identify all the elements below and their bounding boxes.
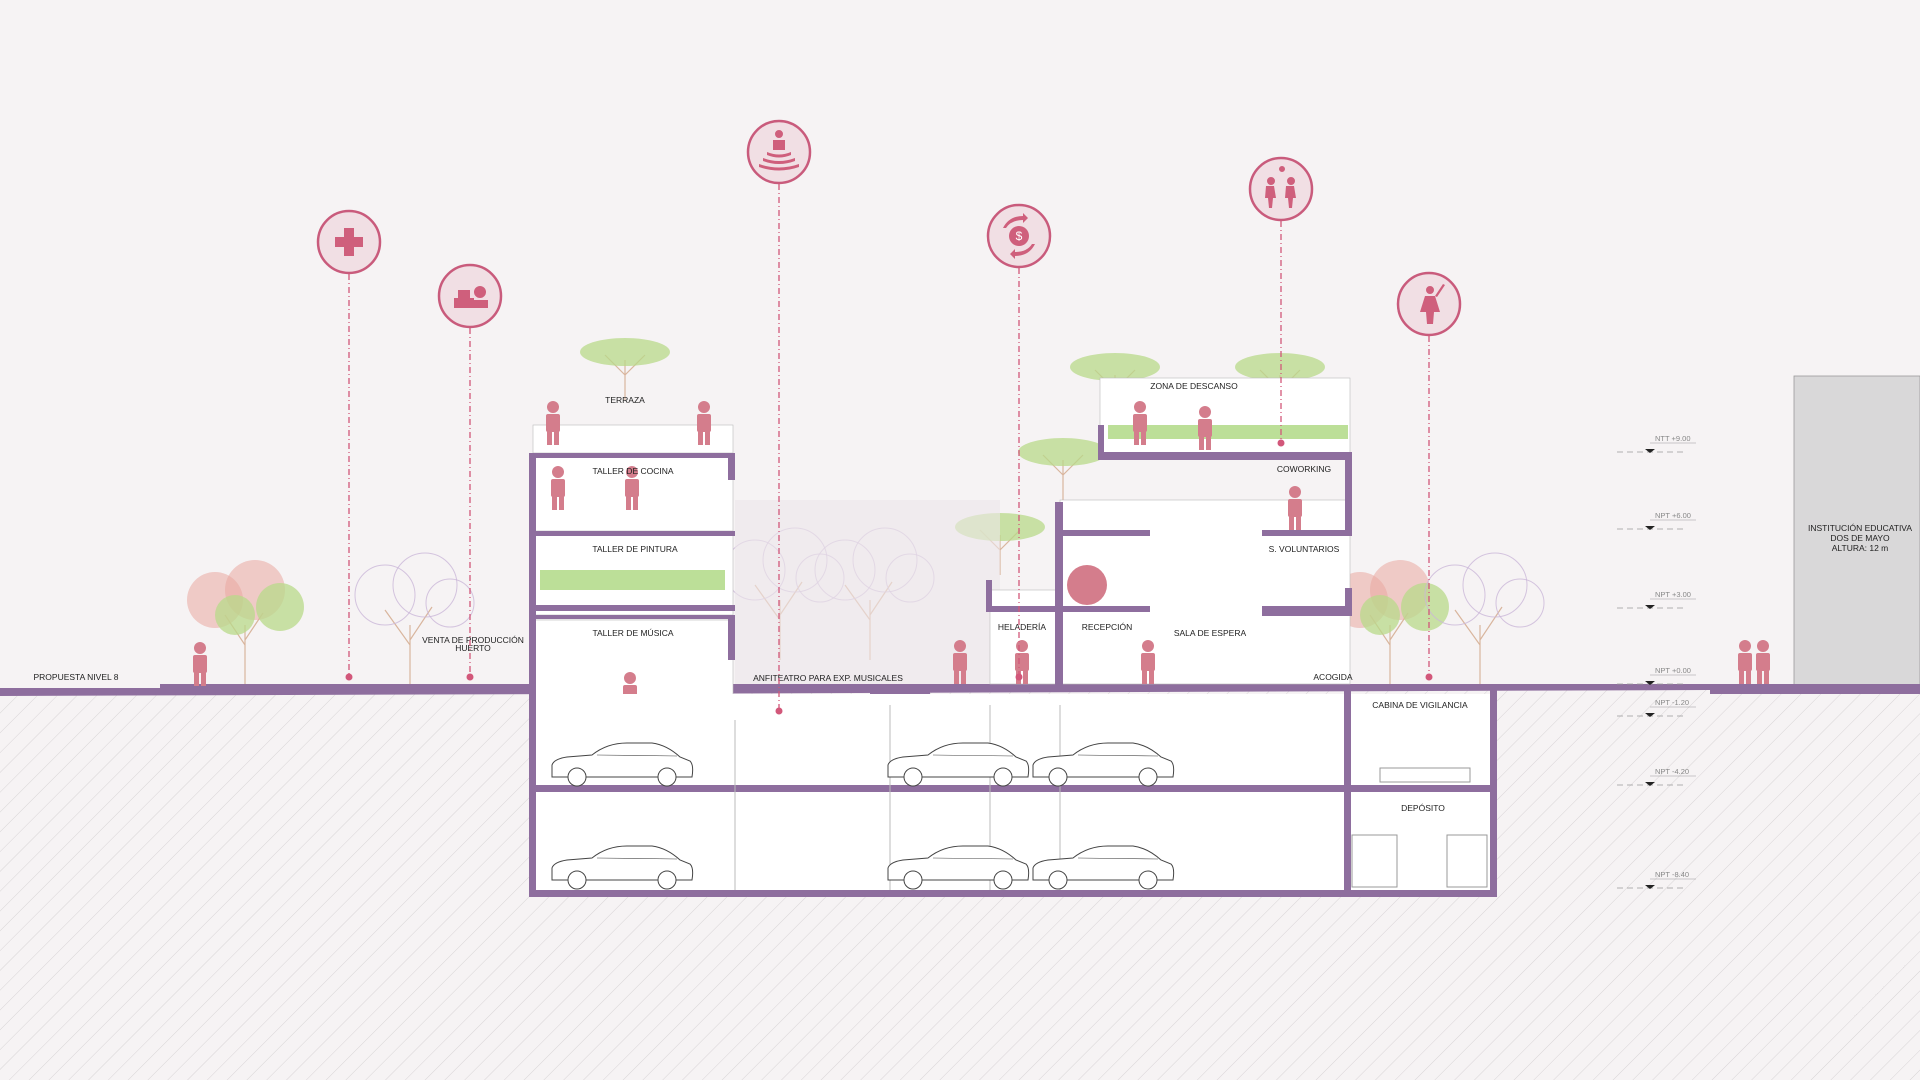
label-propuesta: PROPUESTA NIVEL 8 (33, 672, 118, 682)
market-vendor-icon (454, 286, 488, 308)
people-playing-icon (1265, 166, 1296, 208)
level-marker: NPT -1.20 (1617, 698, 1696, 717)
label-deposito: DEPÓSITO (1401, 803, 1445, 813)
label-heladeria: HELADERÍA (998, 622, 1047, 632)
level-label: NPT -8.40 (1655, 870, 1689, 879)
label-anfiteatro: ANFITEATRO PARA EXP. MUSICALES (753, 673, 903, 683)
label-recepcion: RECEPCIÓN (1082, 622, 1133, 632)
level-label: NPT +6.00 (1655, 511, 1691, 520)
program-icons: $ (316, 119, 1462, 715)
label-venta: VENTA DE PRODUCCIÓN (422, 635, 524, 645)
basement (529, 690, 1497, 897)
child-dancing-icon (1420, 284, 1445, 324)
level-marker: NPT +3.00 (1617, 590, 1696, 609)
right-building (953, 377, 1352, 690)
neighbor-name-2: DOS DE MAYO (1830, 533, 1890, 543)
label-musica: TALLER DE MÚSICA (592, 628, 673, 638)
label-acogida: ACOGIDA (1313, 672, 1353, 682)
level-label: NPT +3.00 (1655, 590, 1691, 599)
label-espera: SALA DE ESPERA (1174, 628, 1247, 638)
level-label: NTT +9.00 (1655, 434, 1691, 443)
label-voluntarios: S. VOLUNTARIOS (1269, 544, 1340, 554)
label-coworking: COWORKING (1277, 464, 1331, 474)
neighbor-name: INSTITUCIÓN EDUCATIVA (1808, 523, 1912, 533)
level-marker: NTT +9.00 (1617, 434, 1696, 453)
neighbor-building (1793, 375, 1920, 691)
level-marker: NPT +0.00 (1617, 666, 1696, 685)
money-exchange-icon (1003, 213, 1035, 259)
neighbor-height: ALTURA: 12 m (1832, 543, 1889, 553)
level-label: NPT -1.20 (1655, 698, 1689, 707)
market-vendor-callout (437, 263, 503, 681)
label-descanso: ZONA DE DESCANSO (1150, 381, 1238, 391)
music-listener-callout (746, 119, 812, 715)
child-dancing-callout (1396, 271, 1462, 681)
svg-text:$: $ (1016, 229, 1023, 243)
level-marker: NPT +6.00 (1617, 511, 1696, 530)
money-exchange-callout: $ (986, 203, 1052, 681)
label-vigilancia: CABINA DE VIGILANCIA (1372, 700, 1468, 710)
health-cross-icon (335, 228, 363, 256)
label-terraza: TERRAZA (605, 395, 645, 405)
room-labels: PROPUESTA NIVEL 8 VENTA DE PRODUCCIÓN HU… (33, 381, 1468, 813)
level-label: NPT +0.00 (1655, 666, 1691, 675)
label-venta-2: HUERTO (455, 643, 491, 653)
level-label: NPT -4.20 (1655, 767, 1689, 776)
health-cross-callout (316, 209, 382, 681)
music-listener-icon (759, 130, 799, 171)
label-pintura: TALLER DE PINTURA (592, 544, 678, 554)
people-playing-callout (1248, 156, 1314, 447)
level-marker: NPT -8.40 (1617, 870, 1696, 889)
level-marker: NPT -4.20 (1617, 767, 1696, 786)
label-cocina: TALLER DE COCINA (592, 466, 673, 476)
